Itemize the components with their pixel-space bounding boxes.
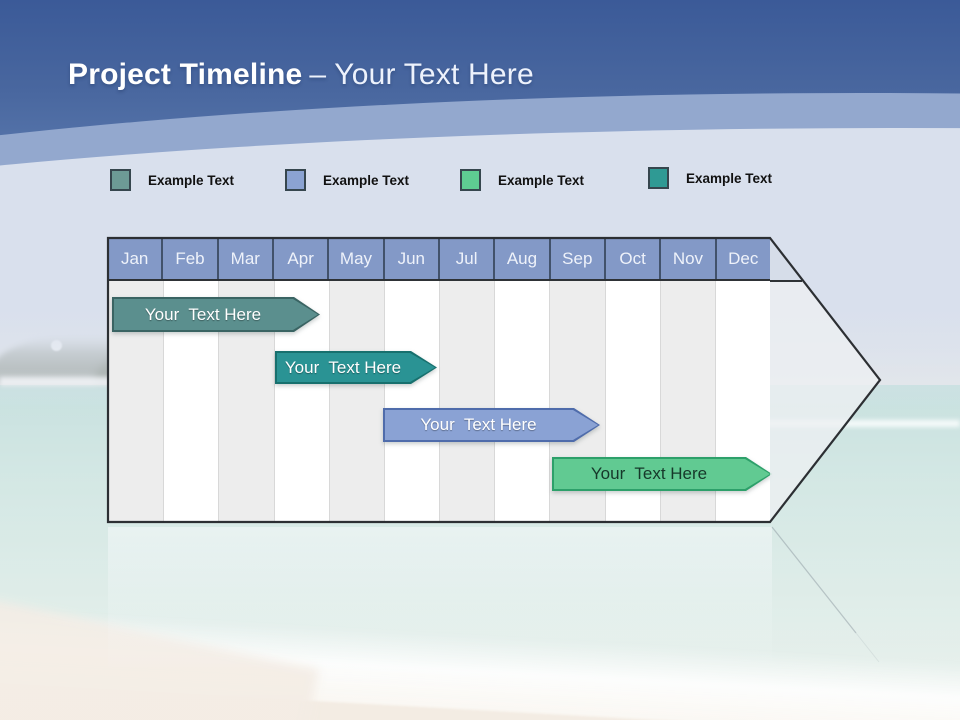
title-sub-placeholder: – Your Text Here [309,58,534,91]
slide-title[interactable]: Project Timeline– Your Text Here [68,58,534,92]
grid-column [385,281,439,522]
bar-label: Your Text Here [420,415,537,434]
month-header-row: Jan Feb Mar Apr May Jun Jul Aug Sep Oct … [108,239,770,281]
month-cell: Sep [551,239,606,279]
bar-label: Your Text Here [144,304,262,324]
month-cell: Aug [495,239,551,279]
table-reflection [108,527,772,677]
month-cell: Feb [163,239,219,279]
month-cell: Dec [728,249,759,268]
legend-label: Example Text [148,172,235,188]
legend-swatch [285,169,306,191]
month-cell: May [329,239,385,279]
legend-item-4[interactable]: Example Text [648,167,772,189]
month-cell: Oct [606,239,662,279]
timeline-bar-3[interactable]: Your Text Here [383,408,600,442]
month-cell: Mar [219,239,274,279]
grid-column [328,281,385,522]
legend-item-3[interactable]: Example Text [460,169,584,191]
month-cell: Nov [661,239,717,279]
timeline-bar-4[interactable]: Your Text Here [552,457,772,491]
legend-item-1[interactable]: Example Text [110,169,234,191]
grid-column [439,281,496,522]
month-cell: Apr [274,239,330,279]
timeline-bar-2[interactable]: Your Text Here [275,351,437,384]
bar-label: Your Text Here [284,357,402,377]
legend-label: Example Text [498,172,585,188]
legend-swatch [648,167,669,189]
title-main: Project Timeline [68,58,303,91]
legend-swatch [110,169,131,191]
legend-label: Example Text [323,172,410,188]
bar-label: Your Text Here [590,464,708,483]
legend-swatch [460,169,481,191]
grid-column [495,281,549,522]
month-cell: Jan [108,239,164,279]
legend-item-2[interactable]: Example Text [285,169,409,191]
timeline-bar-1[interactable]: Your Text Here [112,297,320,332]
month-cell: Jun [385,239,440,279]
legend-label: Example Text [686,170,773,186]
month-cell: Jul [440,239,496,279]
